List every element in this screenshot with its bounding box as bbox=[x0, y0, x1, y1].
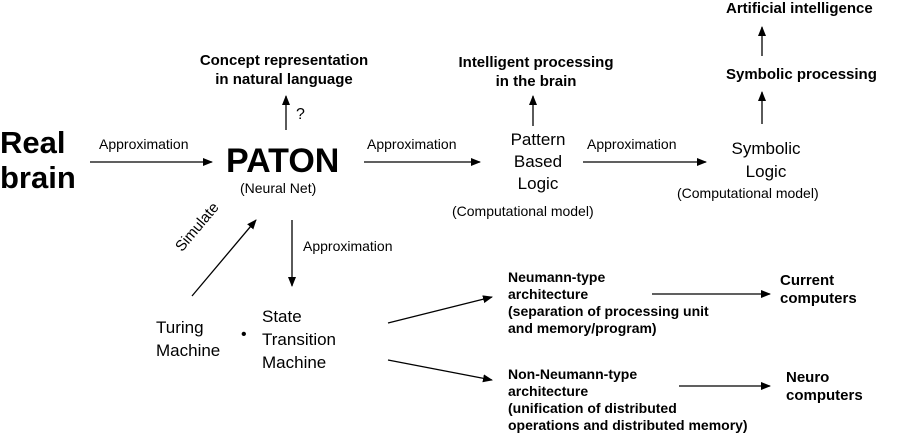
arrow-simulate bbox=[191, 219, 257, 297]
approximation-label-2: Approximation bbox=[367, 136, 457, 152]
pattern-computational-model: (Computational model) bbox=[452, 203, 594, 219]
non-neumann-architecture-label: Non-Neumann-type architecture (unificati… bbox=[508, 366, 748, 433]
paton-title: PATON bbox=[226, 142, 340, 180]
approximation-label-1: Approximation bbox=[99, 136, 189, 152]
concept-representation-label: Concept representation in natural langua… bbox=[199, 52, 369, 88]
question-mark: ? bbox=[296, 106, 305, 123]
current-computers-label: Current computers bbox=[780, 272, 857, 307]
intelligent-processing-label: Intelligent processing in the brain bbox=[458, 54, 614, 90]
approximation-label-4: Approximation bbox=[303, 238, 393, 254]
turing-bullet: • bbox=[241, 326, 247, 343]
symbolic-computational-model: (Computational model) bbox=[677, 185, 819, 201]
real-brain-label: Real brain bbox=[0, 125, 76, 195]
arrow-state-to-neumann bbox=[387, 295, 493, 324]
neuro-computers-label: Neuro computers bbox=[786, 369, 863, 404]
approximation-label-3: Approximation bbox=[587, 136, 677, 152]
symbolic-logic-label: Symbolic Logic bbox=[731, 139, 801, 181]
state-transition-machine-label: State Transition Machine bbox=[262, 307, 337, 372]
arrow-state-to-nonneumann bbox=[387, 359, 493, 383]
artificial-intelligence-label: Artificial intelligence bbox=[726, 0, 873, 17]
symbolic-processing-label: Symbolic processing bbox=[726, 66, 877, 83]
turing-machine-label: Turing Machine bbox=[156, 318, 221, 360]
pattern-based-logic-label: Pattern Based Logic bbox=[510, 130, 566, 193]
neumann-architecture-label: Neumann-type architecture (separation of… bbox=[508, 269, 709, 336]
paton-subtitle: (Neural Net) bbox=[240, 180, 317, 196]
